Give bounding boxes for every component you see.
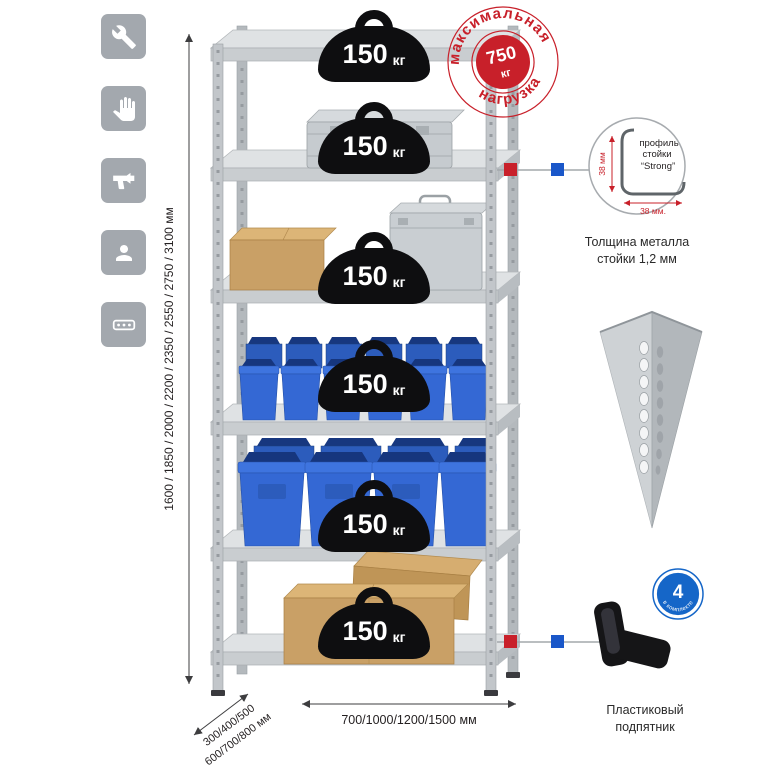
profile-label-1: профиль (639, 138, 678, 149)
wrench-icon (111, 24, 136, 49)
rack-post-front-right (485, 43, 497, 693)
included-count-number: 4 (673, 582, 684, 603)
drill-icon (112, 172, 134, 189)
load-unit: кг (392, 628, 406, 645)
included-count-badge: 4 в комплекте (652, 568, 704, 620)
depth-dimension: 300/400/500 600/700/800 мм (193, 693, 273, 765)
person-icon (115, 244, 132, 261)
stamp-unit: кг (500, 67, 513, 81)
load-unit: кг (392, 143, 406, 160)
drill-icon-tile (101, 158, 146, 203)
profile-dim-horizontal: 38 мм. (640, 206, 666, 216)
plastic-foot-graphic (594, 601, 671, 669)
callout-connectors (497, 163, 612, 648)
load-unit: кг (392, 273, 406, 290)
foot-caption: Пластиковый подпятник (575, 702, 715, 735)
foot-caption-line1: Пластиковый (606, 703, 684, 717)
person-icon-tile (101, 230, 146, 275)
load-value: 150 (342, 508, 388, 539)
blue-marker-square (551, 163, 564, 176)
load-value: 150 (342, 260, 388, 291)
width-dimension: 700/1000/1200/1500 мм (302, 700, 516, 727)
load-unit: кг (392, 381, 406, 398)
foot-cap (506, 672, 520, 678)
profile-cross-section (620, 128, 686, 196)
red-marker-square (504, 163, 517, 176)
load-value: 150 (342, 368, 388, 399)
foot-caption-line2: подпятник (615, 719, 675, 734)
profile-label-3: “Strong” (641, 161, 675, 172)
rack-profile-icon (112, 319, 135, 330)
load-value: 150 (342, 38, 388, 69)
height-dimension: 1600 / 1850 / 2000 / 2200 / 2350 / 2550 … (162, 34, 193, 684)
cardboard-box-small (229, 227, 337, 291)
corner-post-graphic (599, 310, 703, 529)
red-marker-square (504, 635, 517, 648)
blue-marker-square (551, 635, 564, 648)
wrench-icon-tile (101, 14, 146, 59)
glove-icon (112, 96, 135, 121)
profile-dim-vertical: 38 мм (597, 152, 607, 176)
load-unit: кг (392, 51, 406, 68)
profile-label-2: стойки (642, 149, 671, 160)
load-unit: кг (392, 521, 406, 538)
post-profile-callout: 38 мм 38 мм. профиль стойки “Strong” (588, 117, 686, 216)
profile-caption-line1: Толщина металла (584, 235, 690, 249)
profile-caption-line2: стойки 1,2 мм (597, 251, 677, 266)
rack-post-back-left (236, 25, 248, 675)
load-value: 150 (342, 615, 388, 646)
foot-cap (211, 690, 225, 696)
rack-post-front-left (212, 43, 224, 693)
glove-icon-tile (101, 86, 146, 131)
load-value: 150 (342, 130, 388, 161)
height-dimension-label: 1600 / 1850 / 2000 / 2200 / 2350 / 2550 … (162, 207, 176, 510)
foot-cap (484, 690, 498, 696)
rack-post-back-right (507, 25, 519, 675)
rack-profile-icon-tile (101, 302, 146, 347)
profile-caption: Толщина металла стойки 1,2 мм (572, 234, 702, 267)
width-dimension-label: 700/1000/1200/1500 мм (341, 713, 476, 727)
